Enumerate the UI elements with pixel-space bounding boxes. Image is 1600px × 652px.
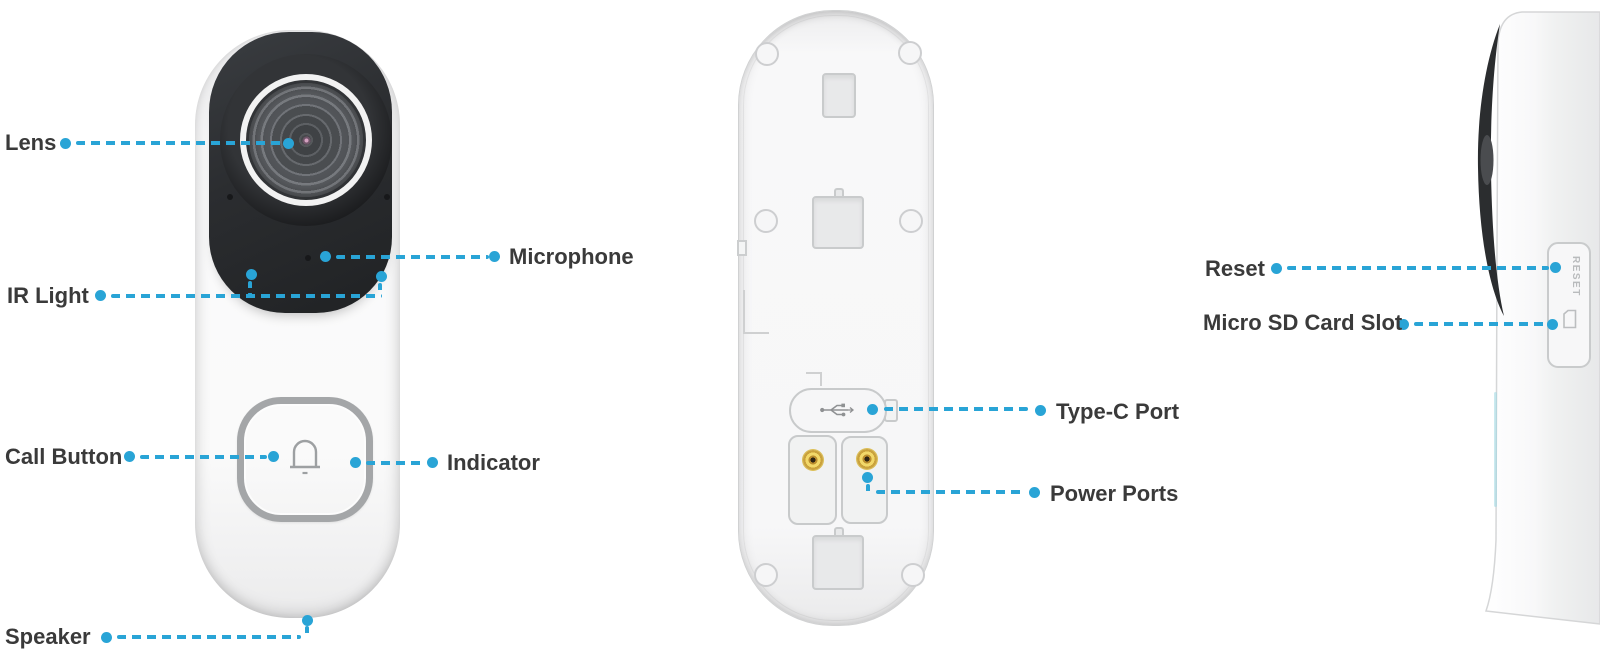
alignment-notch-left-edge <box>737 240 747 256</box>
callout-dot <box>1398 319 1409 330</box>
callout-dot <box>283 138 294 149</box>
callout-dot <box>246 269 257 280</box>
callout-line <box>117 635 301 639</box>
callout-dot <box>268 451 279 462</box>
callout-line <box>876 490 1022 494</box>
callout-label-lens: Lens <box>5 130 57 155</box>
callout-line <box>305 626 309 637</box>
screw-hole-bottom-right <box>901 563 925 587</box>
power-contact-left <box>803 450 823 470</box>
callout-line <box>140 455 267 459</box>
screw-hole-top-left <box>755 42 779 66</box>
screw-hole-mid-right <box>899 209 923 233</box>
callout-dot <box>95 290 106 301</box>
callout-dot <box>376 271 387 282</box>
callout-dot <box>101 632 112 643</box>
mount-slot-middle <box>812 196 864 249</box>
callout-label-micro-sd-card-slot: Micro SD Card Slot <box>1203 310 1403 335</box>
callout-line <box>884 407 1028 411</box>
callout-dot <box>302 615 313 626</box>
callout-line <box>76 141 283 145</box>
callout-label-call-button: Call Button <box>5 444 123 469</box>
lens-glass <box>249 83 363 197</box>
usb-trident-icon <box>820 403 855 417</box>
callout-line <box>378 283 382 295</box>
callout-dot <box>124 451 135 462</box>
side-view: RESET <box>1477 11 1600 625</box>
callout-dot <box>862 472 873 483</box>
callout-dot <box>427 457 438 468</box>
screw-hole-top-right <box>898 41 922 65</box>
mount-tab-bottom <box>834 527 844 537</box>
side-access-panel <box>1547 242 1591 368</box>
mount-slot-top <box>822 73 856 118</box>
callout-line <box>248 281 252 295</box>
callout-dot <box>60 138 71 149</box>
callout-dot <box>1029 487 1040 498</box>
alignment-mark-horizontal <box>743 332 769 334</box>
screw-hole-bottom-left <box>754 563 778 587</box>
alignment-mark-pill-side <box>820 372 822 386</box>
callout-dot <box>489 251 500 262</box>
lens-ring <box>240 74 372 206</box>
mount-tab-middle <box>834 188 844 198</box>
callout-dot <box>1035 405 1046 416</box>
light-sensor-hole-right <box>384 194 390 200</box>
light-sensor-hole-left <box>227 194 233 200</box>
callout-label-speaker: Speaker <box>5 624 91 649</box>
bell-icon <box>290 439 320 475</box>
mount-slot-bottom <box>812 535 864 590</box>
callout-label-indicator: Indicator <box>447 450 540 475</box>
callout-label-ir-light: IR Light <box>7 283 89 308</box>
reset-engraving: RESET <box>1570 256 1581 297</box>
power-contact-right <box>857 449 877 469</box>
power-port-left <box>788 435 837 525</box>
callout-line <box>111 294 382 298</box>
callout-dot <box>1271 263 1282 274</box>
callout-line <box>1287 266 1549 270</box>
alignment-mark-vertical <box>743 290 745 334</box>
callout-label-microphone: Microphone <box>509 244 634 269</box>
callout-label-reset: Reset <box>1205 256 1265 281</box>
callout-line <box>866 484 870 494</box>
callout-label-power-ports: Power Ports <box>1050 481 1179 506</box>
sd-card-icon <box>1563 309 1577 329</box>
callout-dot <box>1550 262 1561 273</box>
microphone-hole <box>305 255 311 261</box>
call-button <box>237 397 373 522</box>
callout-dot <box>320 251 331 262</box>
callout-dot <box>867 404 878 415</box>
callout-dot <box>350 457 361 468</box>
side-body-shape <box>1484 11 1600 625</box>
screw-hole-mid-left <box>754 209 778 233</box>
callout-dot <box>1547 319 1558 330</box>
callout-label-type-c-port: Type-C Port <box>1056 399 1180 424</box>
callout-line <box>336 255 489 259</box>
side-lens-edge <box>1480 135 1494 185</box>
side-speaker-slot <box>1494 392 1497 507</box>
callout-line <box>366 461 426 465</box>
callout-line <box>1414 322 1546 326</box>
alignment-mark-pill-top <box>806 372 822 374</box>
